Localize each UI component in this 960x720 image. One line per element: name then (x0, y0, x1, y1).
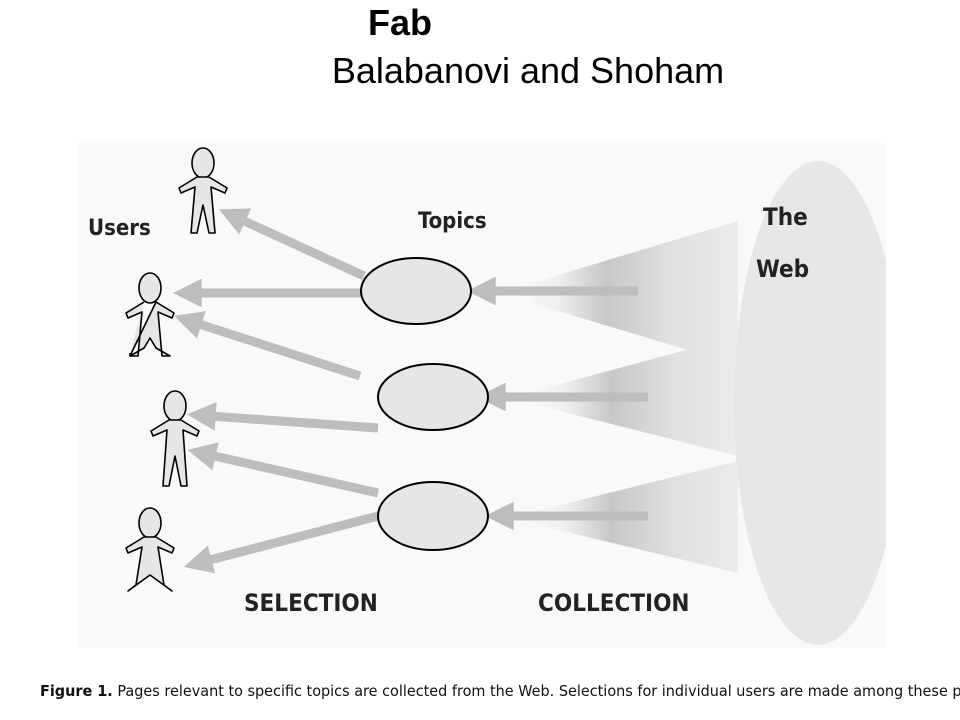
user-figure-1 (178, 147, 228, 234)
web-node (734, 161, 886, 645)
slide-subtitle: Balabanovi and Shoham (331, 50, 725, 91)
topic-node-3 (377, 481, 489, 551)
web-label-line2: Web (756, 255, 809, 283)
collection-label: COLLECTION (538, 589, 690, 617)
topic-node-1 (360, 257, 472, 325)
users-label: Users (88, 216, 151, 241)
selection-arrow-4 (187, 402, 379, 433)
figure-caption: Figure 1. Pages relevant to specific top… (40, 682, 960, 700)
selection-arrow-6 (183, 511, 380, 574)
user-figure-4 (125, 507, 175, 592)
user-figure-2 (125, 272, 175, 357)
figure-caption-label: Figure 1. (40, 682, 113, 700)
figure-caption-text: Pages relevant to specific topics are co… (112, 682, 960, 700)
slide-title: Fab (367, 2, 432, 43)
fab-diagram: Users Topics The Web SELECTION COLLECTIO… (78, 143, 886, 648)
selection-label: SELECTION (244, 589, 378, 617)
topic-node-2 (377, 363, 489, 431)
topics-label: Topics (418, 209, 487, 234)
web-label-line1: The (763, 203, 808, 231)
user-figure-3 (150, 390, 200, 487)
selection-arrow-5 (187, 442, 379, 498)
selection-arrow-1 (219, 208, 366, 281)
selection-arrow-3 (174, 311, 362, 381)
